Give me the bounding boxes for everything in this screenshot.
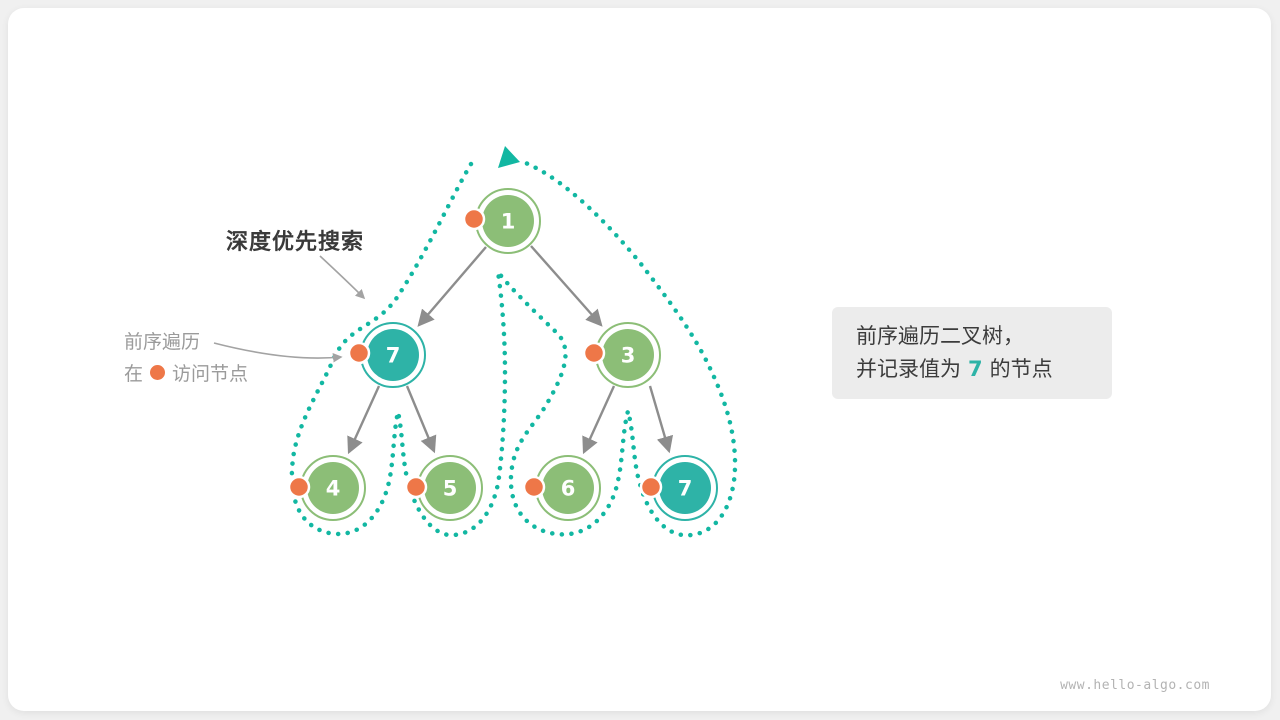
visit-dot-6 xyxy=(522,475,546,499)
edge-7-4 xyxy=(347,385,381,455)
tree-node-root-1: 1 xyxy=(475,188,541,254)
tree-edges xyxy=(347,245,674,455)
visit-note-prefix: 在 xyxy=(124,363,144,385)
note-highlight-value: 7 xyxy=(968,357,983,381)
watermark: www.hello-algo.com xyxy=(1060,678,1210,693)
node-value: 7 xyxy=(678,477,693,501)
visit-marker-icon xyxy=(150,365,166,380)
edge-3-6 xyxy=(582,385,616,455)
node-value: 4 xyxy=(326,477,341,501)
edge-1-7 xyxy=(417,246,487,327)
tree-node-7-right: 7 xyxy=(652,455,718,521)
node-value: 6 xyxy=(561,477,576,501)
visit-dot-7-left xyxy=(347,341,371,365)
visit-dot-4 xyxy=(287,475,311,499)
tree-node-3: 3 xyxy=(595,322,661,388)
visit-dot-5 xyxy=(404,475,428,499)
visit-dot-3 xyxy=(582,341,606,365)
visit-dot-7-right xyxy=(639,475,663,499)
node-value: 3 xyxy=(621,344,636,368)
visit-note-suffix: 访问节点 xyxy=(172,363,249,385)
node-value: 1 xyxy=(501,210,516,234)
dfs-label-arrow xyxy=(319,255,366,300)
dfs-traversal-path xyxy=(289,158,738,538)
traversal-start-icon xyxy=(498,146,520,168)
tree-node-4: 4 xyxy=(300,455,366,521)
preorder-label-arrow xyxy=(213,342,343,363)
note-line-2-prefix: 并记录值为 xyxy=(856,357,961,381)
edge-3-7 xyxy=(648,385,674,454)
dfs-label: 深度优先搜索 xyxy=(226,230,365,255)
preorder-label: 前序遍历 xyxy=(124,331,201,353)
edge-7-5 xyxy=(405,385,437,454)
note-line-1: 前序遍历二叉树， xyxy=(856,324,1024,348)
visit-markers xyxy=(287,207,663,499)
note-line-2-suffix: 的节点 xyxy=(989,357,1053,381)
visit-dot-1 xyxy=(462,207,486,231)
node-value: 7 xyxy=(386,344,401,368)
node-value: 5 xyxy=(443,477,458,501)
visit-note: 在 访问节点 xyxy=(124,359,248,386)
tree-node-5: 5 xyxy=(417,455,483,521)
tree-node-6: 6 xyxy=(535,455,601,521)
tree-node-7-left: 7 xyxy=(360,322,426,388)
edge-1-3 xyxy=(530,245,603,327)
